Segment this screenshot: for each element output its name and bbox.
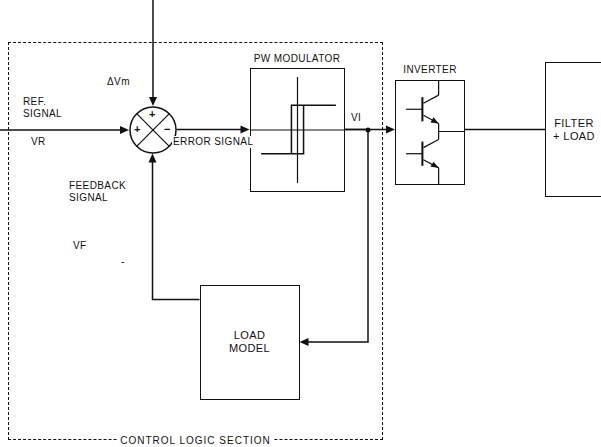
- arrow-head: [300, 338, 309, 346]
- arrow-head: [149, 154, 157, 163]
- arrow-head: [149, 97, 157, 106]
- signal-name: FEEDBACK SIGNAL: [68, 180, 144, 203]
- disturbance-input-wire: [152, 0, 154, 98]
- sign-mark: -: [120, 256, 126, 268]
- signal-connector: [465, 129, 545, 131]
- box-heading: PW MODULATOR: [254, 53, 341, 64]
- inverter-box: INVERTER: [395, 80, 465, 185]
- box-heading: INVERTER: [403, 64, 457, 75]
- edge-label: ERROR SIGNAL: [172, 136, 254, 148]
- arrow-head: [241, 126, 250, 134]
- arrow-head: [120, 126, 129, 134]
- box-label: FILTER + LOAD: [552, 117, 596, 142]
- signal-symbol: ΔVm: [106, 76, 131, 88]
- modulator-box: PW MODULATOR: [250, 68, 345, 192]
- shape-outline: [251, 69, 344, 191]
- sign-mark: +: [133, 123, 143, 135]
- signal-connector: [153, 162, 200, 300]
- signal-symbol: VF: [72, 240, 88, 252]
- arrow-head: [386, 126, 395, 134]
- load-model-box: LOAD MODEL: [200, 285, 300, 400]
- sign-mark: +: [148, 108, 158, 120]
- reference-input-wire: [0, 129, 121, 131]
- box-label: LOAD MODEL: [220, 329, 280, 354]
- summing-junction: ++−: [129, 106, 177, 154]
- signal-name: REF. SIGNAL: [22, 96, 74, 119]
- signal-symbol: VR: [30, 136, 47, 148]
- filter-load-box: FILTER + LOAD: [545, 62, 601, 197]
- signal-symbol: VI: [350, 112, 362, 124]
- signal-connector: [177, 129, 242, 131]
- sign-mark: −: [163, 123, 173, 135]
- section-title: CONTROL LOGIC SECTION: [117, 435, 274, 446]
- shape-outline: [396, 81, 464, 184]
